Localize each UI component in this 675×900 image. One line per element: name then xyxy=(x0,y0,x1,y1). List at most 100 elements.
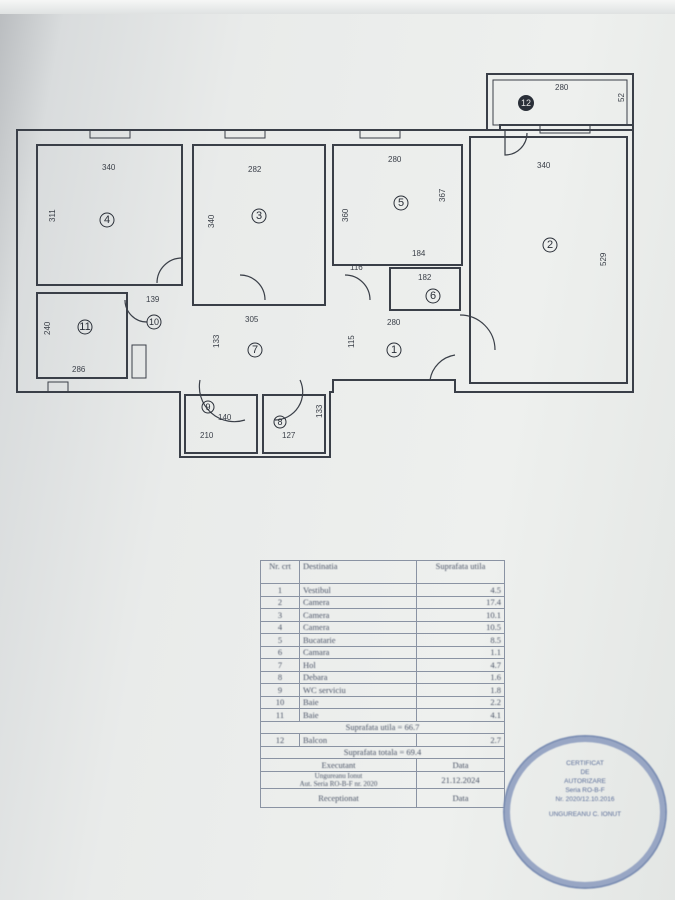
dim: 280 xyxy=(388,155,402,164)
total-area-row: Suprafata totala = 69.4 xyxy=(260,745,505,759)
room-11-wall xyxy=(36,292,128,379)
stamp-line: CERTIFICAT xyxy=(566,760,604,767)
total-area-value: 69.4 xyxy=(406,747,422,758)
dim: 311 xyxy=(48,209,57,222)
dim: 280 xyxy=(387,318,401,327)
dim: 529 xyxy=(599,252,608,266)
cell-nr: 3 xyxy=(260,608,300,622)
cell-destinatia: Vestibul xyxy=(299,583,417,597)
room-5-number: 5 xyxy=(398,197,404,209)
useful-area-label: Suprafata utila = xyxy=(345,722,403,733)
dim: 52 xyxy=(617,93,626,102)
cell-nr: 2 xyxy=(260,595,300,609)
cell-nr: 6 xyxy=(260,645,300,659)
cell-area: 2.7 xyxy=(416,733,505,747)
executant-cert: Aut. Seria RO-B-F nr. 2020 xyxy=(299,779,378,788)
dim: 127 xyxy=(282,431,296,440)
useful-area-value: 66.7 xyxy=(404,722,420,733)
cell-nr: 5 xyxy=(260,633,300,647)
dim: 340 xyxy=(102,163,116,172)
dim: 360 xyxy=(341,208,350,222)
cell-area: 17.4 xyxy=(416,595,505,609)
cell-nr: 7 xyxy=(260,658,300,672)
dim: 182 xyxy=(418,273,432,282)
dim: 280 xyxy=(555,83,569,92)
cell-destinatia: Bucatarie xyxy=(299,633,417,647)
dim: 367 xyxy=(438,188,447,202)
cell-area: 1.1 xyxy=(416,645,505,659)
room-2-wall xyxy=(469,136,628,384)
dim: 340 xyxy=(207,214,216,228)
cell-nr: 1 xyxy=(260,583,300,597)
executant-label: Executant xyxy=(260,758,417,772)
receptionat-label: Receptionat xyxy=(260,787,417,808)
room-11-number: 11 xyxy=(79,321,90,333)
dim: 282 xyxy=(248,165,262,174)
header-suprafata: Suprafata utila xyxy=(416,560,505,584)
cell-destinatia: Balcon xyxy=(299,733,417,747)
dim: 240 xyxy=(43,321,52,335)
executant-date: 21.12.2024 xyxy=(416,770,505,789)
room-12-number: 12 xyxy=(521,98,531,108)
cell-area: 4.1 xyxy=(416,708,505,722)
receptionat-date-label: Data xyxy=(416,787,505,808)
cell-destinatia: WC serviciu xyxy=(299,683,417,697)
cell-destinatia: Camera xyxy=(299,608,417,622)
dim: 115 xyxy=(347,335,356,348)
cell-nr: 9 xyxy=(260,683,300,697)
useful-area-row: Suprafata utila = 66.7 xyxy=(260,720,505,734)
photo-top-edge xyxy=(0,0,675,14)
cell-nr: 8 xyxy=(260,670,300,684)
cell-area: 10.5 xyxy=(416,620,505,634)
dim: 139 xyxy=(146,295,160,304)
dim: 210 xyxy=(200,431,214,440)
dim: 116 xyxy=(350,263,363,272)
cell-area: 1.8 xyxy=(416,683,505,697)
cell-area: 10.1 xyxy=(416,608,505,622)
dim: 184 xyxy=(412,249,426,258)
cell-nr: 11 xyxy=(260,708,300,722)
cell-nr: 10 xyxy=(260,695,300,709)
cell-area: 4.7 xyxy=(416,658,505,672)
cell-destinatia: Baie xyxy=(299,695,417,709)
cell-destinatia: Camera xyxy=(299,595,417,609)
total-area-label: Suprafata totala = xyxy=(343,747,405,758)
room-5-wall xyxy=(332,144,463,266)
room-9-number: 9 xyxy=(205,402,210,412)
dim: 340 xyxy=(537,161,551,170)
cell-destinatia: Baie xyxy=(299,708,417,722)
dim: 133 xyxy=(212,334,221,348)
cell-destinatia: Debara xyxy=(299,670,417,684)
room-3-number: 3 xyxy=(256,210,262,222)
table-row: 12 Balcon 2.7 xyxy=(260,733,505,747)
room-8-wall xyxy=(262,394,326,454)
cell-area: 4.5 xyxy=(416,583,505,597)
stamp-line: Seria RO-B-F xyxy=(565,787,605,794)
executant-date-label: Data xyxy=(416,758,505,772)
header-destinatia: Destinatia xyxy=(299,560,417,584)
room-6-wall xyxy=(389,267,461,311)
room-4-number: 4 xyxy=(104,214,110,226)
cell-destinatia: Camara xyxy=(299,645,417,659)
stamp-line: DE xyxy=(580,769,590,776)
dim: 305 xyxy=(245,315,259,324)
cell-area: 2.2 xyxy=(416,695,505,709)
room-10-number: 10 xyxy=(149,317,159,327)
room-3-wall xyxy=(192,144,326,306)
dim: 133 xyxy=(315,404,324,418)
dim: 140 xyxy=(218,413,232,422)
stamp-line: Nr. 2020/12.10.2016 xyxy=(555,796,615,803)
cell-nr: 12 xyxy=(260,733,300,747)
